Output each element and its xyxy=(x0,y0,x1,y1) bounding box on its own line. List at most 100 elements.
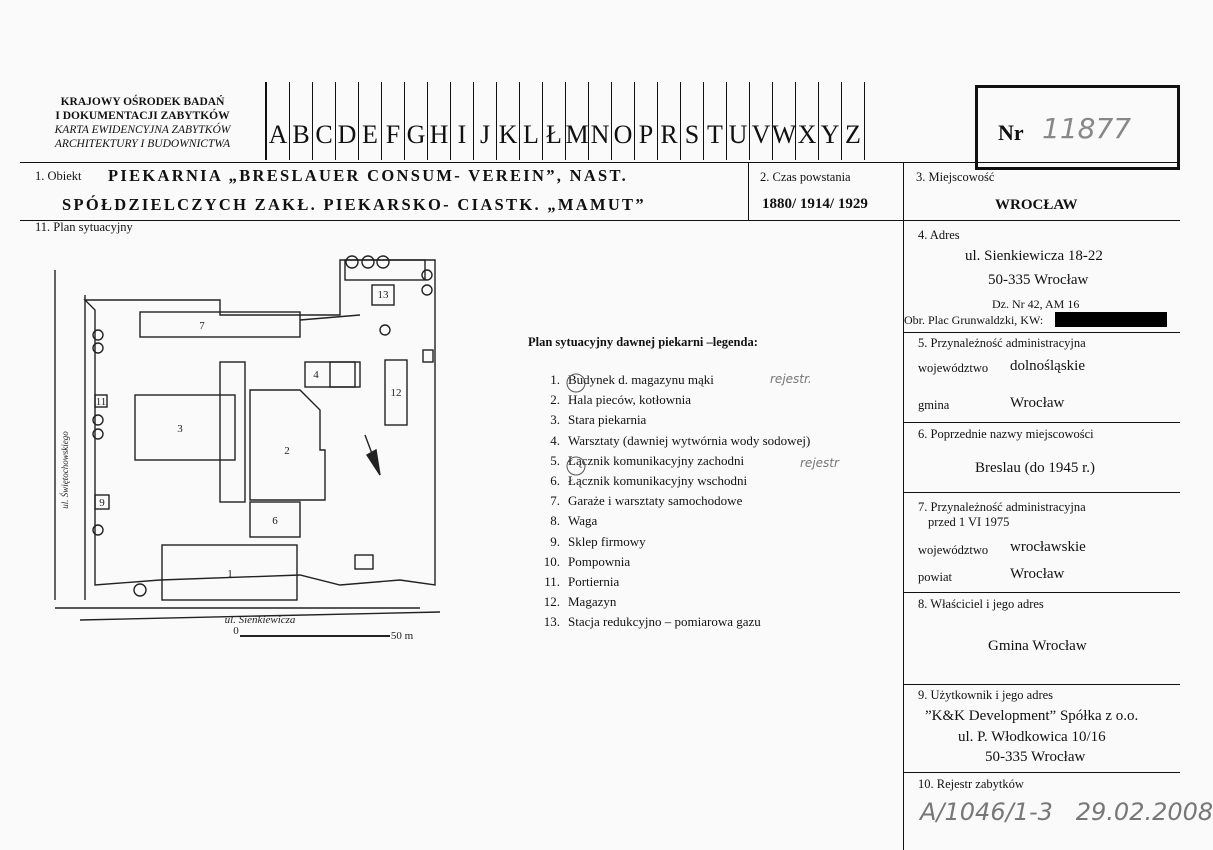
admin-current-gmina-label: gmina xyxy=(918,398,950,412)
legend-item-text: Budynek d. magazynu mąki xyxy=(568,372,714,387)
admin-current-gmina-value: Wrocław xyxy=(1010,395,1065,411)
legend-item-number: 1. xyxy=(550,372,560,387)
plan-scale-start: 0 xyxy=(233,625,239,637)
legend-item: 9. Sklep firmowy xyxy=(530,533,646,550)
admin-prior-powiat-value: Wrocław xyxy=(1010,566,1065,582)
plan-bldg-13: 13 xyxy=(378,289,390,301)
plan-bldg-12: 12 xyxy=(391,387,402,399)
index-letter: C xyxy=(313,82,336,160)
legend-item-number: 7. xyxy=(550,493,560,509)
legend-item: 3. Stara piekarnia xyxy=(530,412,646,428)
plan-scale-end: 50 m xyxy=(391,630,414,642)
index-letter: J xyxy=(474,82,497,160)
legend-item-text: Portiernia xyxy=(568,574,620,589)
card-type-line-1: KARTA EWIDENCYJNA ZABYTKÓW xyxy=(54,124,231,136)
divider-right-column xyxy=(903,162,904,850)
address-parcel: Dz. Nr 42, AM 16 xyxy=(992,297,1080,311)
legend-title: Plan sytuacyjny dawnej piekarni –legenda… xyxy=(528,335,758,349)
legend-item: 6. Łącznik komunikacyjny wschodni xyxy=(530,473,747,489)
object-name-line-2: SPÓŁDZIELCZYCH ZAKŁ. PIEKARSKO- CIASTK. … xyxy=(62,195,646,214)
legend-item-text: Sklep firmowy xyxy=(568,533,646,549)
index-letter: T xyxy=(704,82,727,160)
index-letter: N xyxy=(589,82,612,160)
redacted-block xyxy=(1055,312,1167,327)
index-letter: Ł xyxy=(543,82,566,160)
admin-prior-powiat-label: powiat xyxy=(918,570,953,584)
object-label: 1. Obiekt xyxy=(35,169,82,183)
legend-item: 2.Hala pieców, kotłownia xyxy=(530,392,691,408)
plan-bldg-7: 7 xyxy=(199,320,205,332)
prev-names-value: Breslau (do 1945 r.) xyxy=(975,460,1095,476)
legend-item-number: 5. xyxy=(550,452,560,468)
card-type-line-2: ARCHITEKTURY I BUDOWNICTWA xyxy=(54,138,231,150)
legend-note-1: rejestr. xyxy=(770,372,812,386)
index-letter: V xyxy=(750,82,773,160)
plan-bldg-2: 2 xyxy=(284,445,290,457)
admin-prior-voiv-label: województwo xyxy=(918,543,989,557)
plan-label: 11. Plan sytuacyjny xyxy=(35,220,133,234)
index-letter: P xyxy=(635,82,658,160)
divider-9 xyxy=(903,684,1180,685)
index-letter: G xyxy=(405,82,428,160)
divider-mid xyxy=(20,220,1180,221)
legend-item: 10.Pompownia xyxy=(530,554,630,570)
legend-item: 8.Waga xyxy=(530,513,597,529)
admin-current-label: 5. Przynależność administracyjna xyxy=(918,336,1086,350)
register-label: 10. Rejestr zabytków xyxy=(918,777,1024,791)
site-plan-drawing: 7 3 2 4 12 6 1 13 11 9 ul. Sienkiewicza … xyxy=(54,255,441,642)
legend-item-text: Warsztaty (dawniej wytwórnia wody sodowe… xyxy=(568,432,811,448)
index-letter: K xyxy=(497,82,520,160)
legend-item: 1. Budynek d. magazynu mąki xyxy=(530,372,714,388)
index-letter: Y xyxy=(819,82,842,160)
index-letter: F xyxy=(382,82,405,160)
nr-label: Nr xyxy=(998,120,1024,145)
plan-street-left: ul. Świętochowskiego xyxy=(60,431,70,509)
divider-6 xyxy=(903,422,1180,423)
legend-item-text: Pompownia xyxy=(568,553,631,569)
legend-item: 12.Magazyn xyxy=(530,594,617,610)
index-letter: I xyxy=(451,82,474,160)
institution-header: KRAJOWY OŚRODEK BADAŃ I DOKUMENTACJI ZAB… xyxy=(20,95,265,151)
plan-street-bottom: ul. Sienkiewicza xyxy=(225,614,296,626)
address-precinct: Obr. Plac Grunwaldzki, KW: xyxy=(904,313,1044,327)
legend-item: 7.Garaże i warsztaty samochodowe xyxy=(530,493,742,509)
circle-mark-5-icon xyxy=(566,456,586,476)
owner-label: 8. Właściciel i jego adres xyxy=(918,597,1044,611)
index-letter: D xyxy=(336,82,359,160)
plan-bldg-6: 6 xyxy=(272,515,278,527)
legend-item-text: Magazyn xyxy=(568,594,617,610)
admin-current-voiv-label: województwo xyxy=(918,361,989,375)
divider-8 xyxy=(903,592,1180,593)
index-letter: X xyxy=(796,82,819,160)
divider-5 xyxy=(903,332,1180,333)
legend-item-text: Stacja redukcyjno – pomiarowa gazu xyxy=(568,614,761,630)
user-line-1: ”K&K Development” Spółka z o.o. xyxy=(925,708,1139,724)
admin-current-voiv-value: dolnośląskie xyxy=(1010,358,1085,374)
address-label: 4. Adres xyxy=(918,228,960,242)
legend-item-text: Łącznik komunikacyjny wschodni xyxy=(568,473,748,488)
index-letter: H xyxy=(428,82,451,160)
nr-value: 11877 xyxy=(1042,112,1132,145)
legend-item-number: 3. xyxy=(550,412,560,428)
legend-item-number: 13. xyxy=(543,614,560,630)
plan-bldg-1: 1 xyxy=(227,568,233,580)
legend-item-text: Stara piekarnia xyxy=(568,412,647,428)
index-letter: L xyxy=(520,82,543,160)
place-value: WROCŁAW xyxy=(995,197,1078,213)
legend-item-number: 6. xyxy=(550,473,560,488)
index-letter: B xyxy=(290,82,313,160)
number-box xyxy=(975,85,1180,170)
circle-mark-1-icon xyxy=(566,373,586,393)
prev-names-label: 6. Poprzednie nazwy miejscowości xyxy=(918,427,1094,441)
org-line-1: KRAJOWY OŚRODEK BADAŃ xyxy=(60,96,225,108)
plan-bldg-4: 4 xyxy=(313,369,319,381)
divider-date xyxy=(748,162,749,220)
admin-prior-label: 7. Przynależność administracyjna xyxy=(918,500,1086,514)
index-letter: W xyxy=(772,82,796,160)
place-label: 3. Miejscowość xyxy=(916,170,995,184)
legend-item-number: 9. xyxy=(550,533,560,549)
plan-bldg-11: 11 xyxy=(96,396,107,408)
legend-item: 13. Stacja redukcyjno – pomiarowa gazu xyxy=(530,614,761,630)
divider-top xyxy=(20,162,1180,163)
legend-item-number: 2. xyxy=(550,392,560,408)
